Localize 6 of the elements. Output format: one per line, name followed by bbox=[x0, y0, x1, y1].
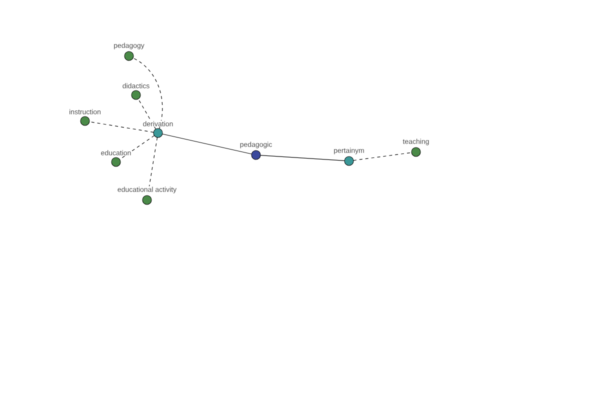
connector-line bbox=[132, 58, 163, 129]
connector-line bbox=[260, 155, 345, 162]
connector-line bbox=[138, 98, 156, 130]
connector-line bbox=[89, 121, 154, 133]
connector-line bbox=[353, 152, 412, 161]
connector-line bbox=[162, 134, 252, 154]
